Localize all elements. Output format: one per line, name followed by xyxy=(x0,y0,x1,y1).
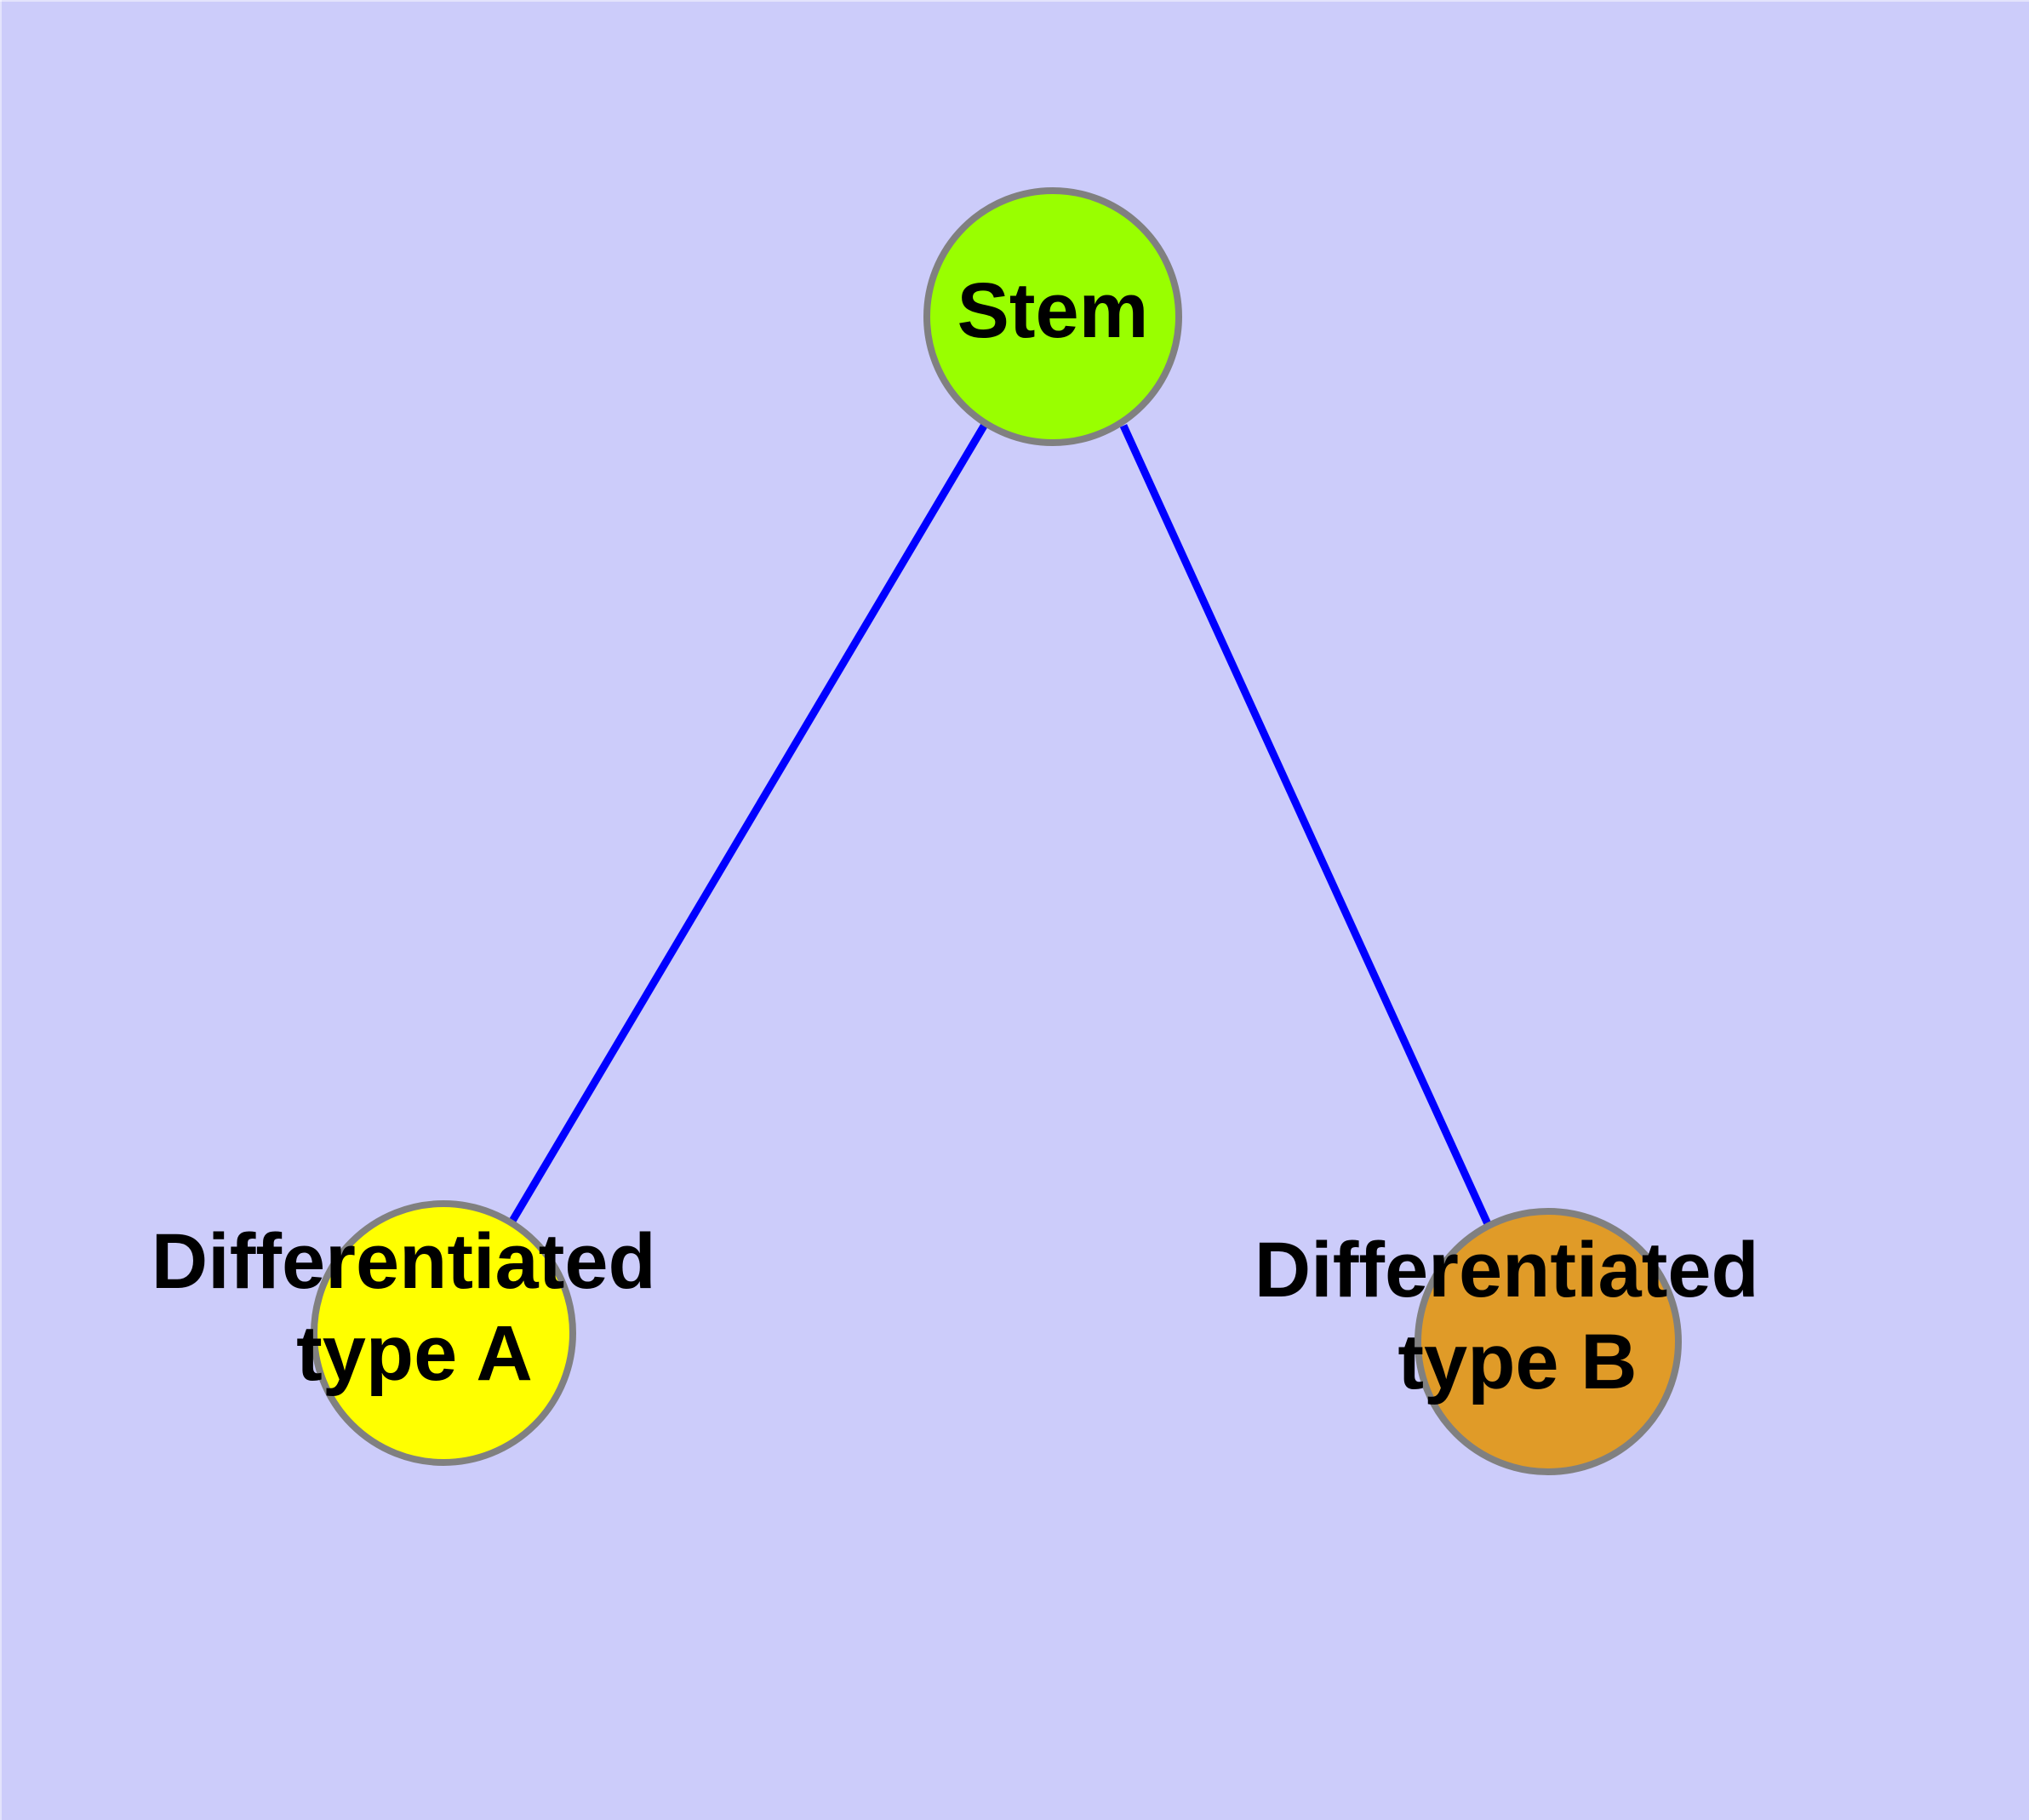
node-stem-label-line-1: Stem xyxy=(957,267,1149,354)
node-differentiated-type-a-circle[interactable] xyxy=(311,1200,576,1466)
label-layer: Stem Differentiated type A Differentiate… xyxy=(151,267,1781,1405)
node-differentiated-type-b-label-line-2: type B xyxy=(1397,1319,1637,1405)
node-differentiated-type-b-label-line-1: Differentiated xyxy=(1255,1227,1759,1313)
edge-stem-to-differentiated-type-b[interactable] xyxy=(1119,424,1493,1228)
edge-layer xyxy=(508,421,1493,1228)
edge-stem-to-differentiated-type-a[interactable] xyxy=(508,421,989,1225)
node-differentiated-type-a-label-line-2: type A xyxy=(296,1310,533,1397)
node-differentiated-type-b-circle[interactable] xyxy=(1415,1208,1682,1475)
node-differentiated-type-b-label: Differentiated type B xyxy=(1255,1227,1781,1405)
node-stem-circle[interactable] xyxy=(923,187,1182,446)
node-differentiated-type-a-label-line-1: Differentiated xyxy=(151,1218,656,1305)
node-stem-label: Stem xyxy=(957,267,1149,354)
node-layer xyxy=(311,187,1682,1475)
node-differentiated-type-a-label: Differentiated type A xyxy=(151,1218,678,1397)
